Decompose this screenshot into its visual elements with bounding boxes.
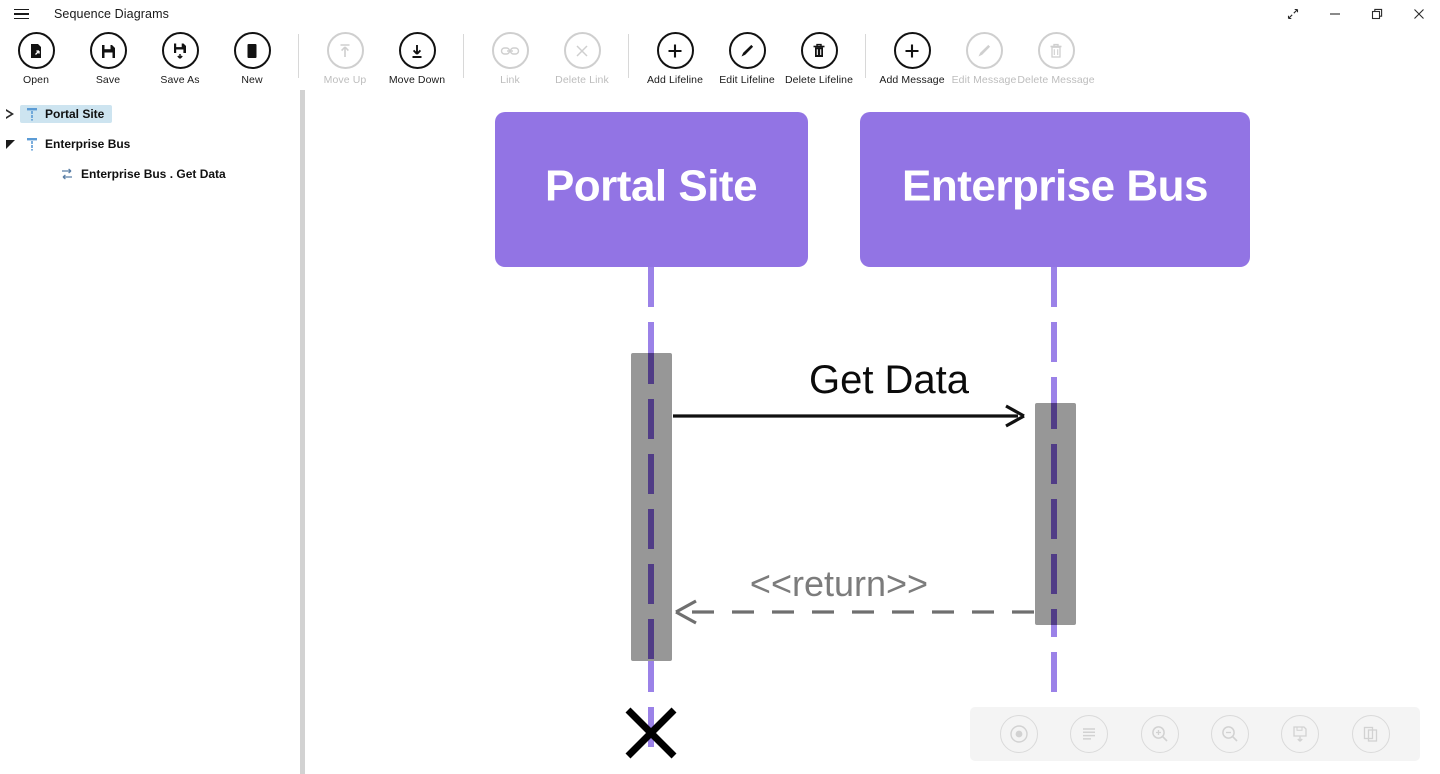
- restore-icon[interactable]: [1356, 0, 1398, 28]
- lifeline-box-portal-site[interactable]: Portal Site: [495, 112, 808, 267]
- toolbar-button-save[interactable]: Save: [72, 28, 144, 86]
- open-folder-icon: [17, 32, 55, 69]
- toolbar-separator: [463, 34, 464, 78]
- toolbar-button-add-lifeline[interactable]: Add Lifeline: [639, 28, 711, 86]
- message-return[interactable]: <<return>>: [675, 563, 1034, 625]
- message-label-get-data: Get Data: [809, 358, 970, 402]
- message-icon: [62, 168, 72, 180]
- minimize-icon[interactable]: [1314, 0, 1356, 28]
- save-down-icon[interactable]: [1281, 715, 1320, 753]
- toolbar-button-delete-link: Delete Link: [546, 28, 618, 86]
- message-get-data[interactable]: Get Data: [673, 358, 1025, 428]
- hamburger-menu-icon[interactable]: [0, 0, 42, 28]
- trash-icon: [800, 32, 838, 69]
- toolbar-label: Open: [22, 74, 50, 86]
- title-bar: Sequence Diagrams: [0, 0, 1440, 28]
- sequence-diagram: Portal Site Enterprise Bus Get Data <<re…: [495, 112, 1250, 759]
- sidebar-item-label: Portal Site: [45, 107, 105, 121]
- toolbar-button-delete-lifeline[interactable]: Delete Lifeline: [783, 28, 855, 86]
- expand-icon[interactable]: [1272, 0, 1314, 28]
- x-cross-icon: [563, 32, 601, 69]
- lifeline-box-enterprise-bus[interactable]: Enterprise Bus: [860, 112, 1250, 267]
- pencil-icon: [728, 32, 766, 69]
- toolbar-label: Save: [95, 74, 121, 86]
- toolbar-separator: [865, 34, 866, 78]
- toolbar-button-open[interactable]: Open: [0, 28, 72, 86]
- toolbar-separator: [628, 34, 629, 78]
- message-label-return: <<return>>: [750, 563, 928, 604]
- lifeline-icon: [27, 138, 37, 151]
- plus-icon: [893, 32, 931, 69]
- toolbar-button-link: Link: [474, 28, 546, 86]
- toolbar-label: Edit Message: [951, 74, 1017, 86]
- toolbar-button-move-up: Move Up: [309, 28, 381, 86]
- toolbar-button-edit-lifeline[interactable]: Edit Lifeline: [711, 28, 783, 86]
- app-title: Sequence Diagrams: [54, 7, 169, 21]
- lifeline-title-enterprise-bus: Enterprise Bus: [902, 162, 1208, 211]
- toolbar-button-move-down[interactable]: Move Down: [381, 28, 453, 86]
- save-as-icon: [161, 32, 199, 69]
- sidebar-item-enterprise-bus-get-data[interactable]: Enterprise Bus . Get Data: [0, 161, 300, 187]
- toolbar-label: Delete Lifeline: [784, 74, 854, 86]
- toolbar-label: Add Lifeline: [646, 74, 704, 86]
- save-disk-icon: [89, 32, 127, 69]
- plus-icon: [656, 32, 694, 69]
- toolbar-label: Delete Message: [1017, 74, 1095, 86]
- sidebar-item-label: Enterprise Bus . Get Data: [81, 167, 226, 181]
- expander-expanded-icon[interactable]: [0, 139, 20, 149]
- toolbar-label: Move Up: [323, 74, 367, 86]
- destroy-marker-portal-site: [625, 707, 677, 759]
- toolbar-button-save-as[interactable]: Save As: [144, 28, 216, 86]
- toolbar-label: Link: [500, 74, 520, 86]
- toolbar-button-new[interactable]: New: [216, 28, 288, 86]
- zoom-out-icon[interactable]: [1211, 715, 1250, 753]
- sidebar-item-label: Enterprise Bus: [45, 137, 131, 151]
- link-chain-icon: [491, 32, 529, 69]
- record-target-icon[interactable]: [1000, 715, 1039, 753]
- diagram-canvas[interactable]: Portal Site Enterprise Bus Get Data <<re…: [306, 88, 1440, 774]
- zoom-in-icon[interactable]: [1140, 715, 1179, 753]
- activation-bar-portal-site: [631, 353, 672, 661]
- new-document-icon: [233, 32, 271, 69]
- toolbar-button-delete-message: Delete Message: [1017, 28, 1095, 86]
- trash-icon: [1037, 32, 1075, 69]
- toolbar-label: Move Down: [388, 74, 446, 86]
- window-controls: [1272, 0, 1440, 28]
- canvas-float-toolbar: [970, 707, 1420, 761]
- main-toolbar: Open Save Save As New: [0, 28, 1440, 88]
- toolbar-label: Delete Link: [555, 74, 609, 86]
- arrow-up-icon: [326, 32, 364, 69]
- lifeline-icon: [27, 108, 37, 121]
- sidebar-item-portal-site[interactable]: Portal Site: [0, 101, 300, 127]
- expander-collapsed-icon[interactable]: [0, 109, 20, 119]
- toolbar-button-add-message[interactable]: Add Message: [876, 28, 948, 86]
- sidebar-item-enterprise-bus[interactable]: Enterprise Bus: [0, 131, 300, 157]
- sidebar-tree-panel: Portal Site Enterprise Bus Enterprise Bu…: [0, 88, 300, 774]
- close-icon[interactable]: [1398, 0, 1440, 28]
- pencil-icon: [965, 32, 1003, 69]
- arrow-down-icon: [398, 32, 436, 69]
- toolbar-label: Add Message: [879, 74, 945, 86]
- sidebar-splitter[interactable]: [300, 90, 305, 774]
- toolbar-separator: [298, 34, 299, 78]
- toolbar-label: New: [241, 74, 263, 86]
- copy-pages-icon[interactable]: [1351, 715, 1390, 753]
- toolbar-button-edit-message: Edit Message: [948, 28, 1020, 86]
- toolbar-label: Edit Lifeline: [719, 74, 775, 86]
- list-lines-icon[interactable]: [1070, 715, 1109, 753]
- toolbar-label: Save As: [160, 74, 200, 86]
- lifeline-title-portal-site: Portal Site: [545, 162, 757, 211]
